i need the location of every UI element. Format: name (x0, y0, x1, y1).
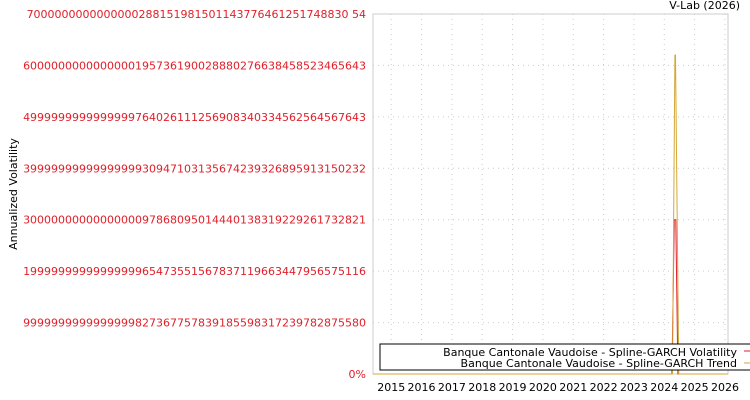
x-tick-label: 2019 (499, 381, 527, 394)
chart-title: V-Lab (2026) (669, 0, 740, 12)
x-tick-label: 2021 (559, 381, 587, 394)
legend-label-volatility: Banque Cantonale Vaudoise - Spline-GARCH… (443, 346, 737, 359)
x-tick-label: 2022 (590, 381, 618, 394)
x-tick-label: 2018 (468, 381, 496, 394)
y-tick-label: 9999999999999999827367757839185598317239… (23, 317, 366, 330)
y-tick-label: 7000000000000000288151981501143776461251… (27, 8, 366, 21)
series-lines (373, 54, 728, 375)
x-tick-label: 2016 (408, 381, 436, 394)
y-tick-label: 1999999999999999965473551567837119663447… (23, 265, 366, 278)
x-tick-label: 2025 (681, 381, 709, 394)
y-tick-label: 3999999999999999930947103135674239326895… (23, 162, 366, 175)
y-tick-label: 4999999999999999764026111256908340334562… (23, 111, 366, 124)
x-tick-label: 2015 (377, 381, 405, 394)
y-tick-label: 0% (349, 368, 366, 381)
y-tick-label: 6000000000000000195736190028880276638458… (23, 59, 366, 72)
legend-label-trend: Banque Cantonale Vaudoise - Spline-GARCH… (461, 357, 737, 370)
legend-box (379, 343, 750, 371)
x-tick-label: 2026 (711, 381, 739, 394)
y-axis-label: Annualized Volatility (7, 138, 20, 250)
series-line-trend (373, 54, 728, 375)
y-ticks: 0% 99999999999999998273677578391855983172… (23, 8, 366, 381)
x-tick-label: 2017 (438, 381, 466, 394)
y-tick-label: 3000000000000000097868095014440138319229… (23, 214, 366, 227)
x-tick-label: 2024 (650, 381, 678, 394)
legend: Banque Cantonale Vaudoise - Spline-GARCH… (379, 343, 750, 371)
x-tick-label: 2023 (620, 381, 648, 394)
grid (373, 13, 728, 375)
x-tick-label: 2020 (529, 381, 557, 394)
